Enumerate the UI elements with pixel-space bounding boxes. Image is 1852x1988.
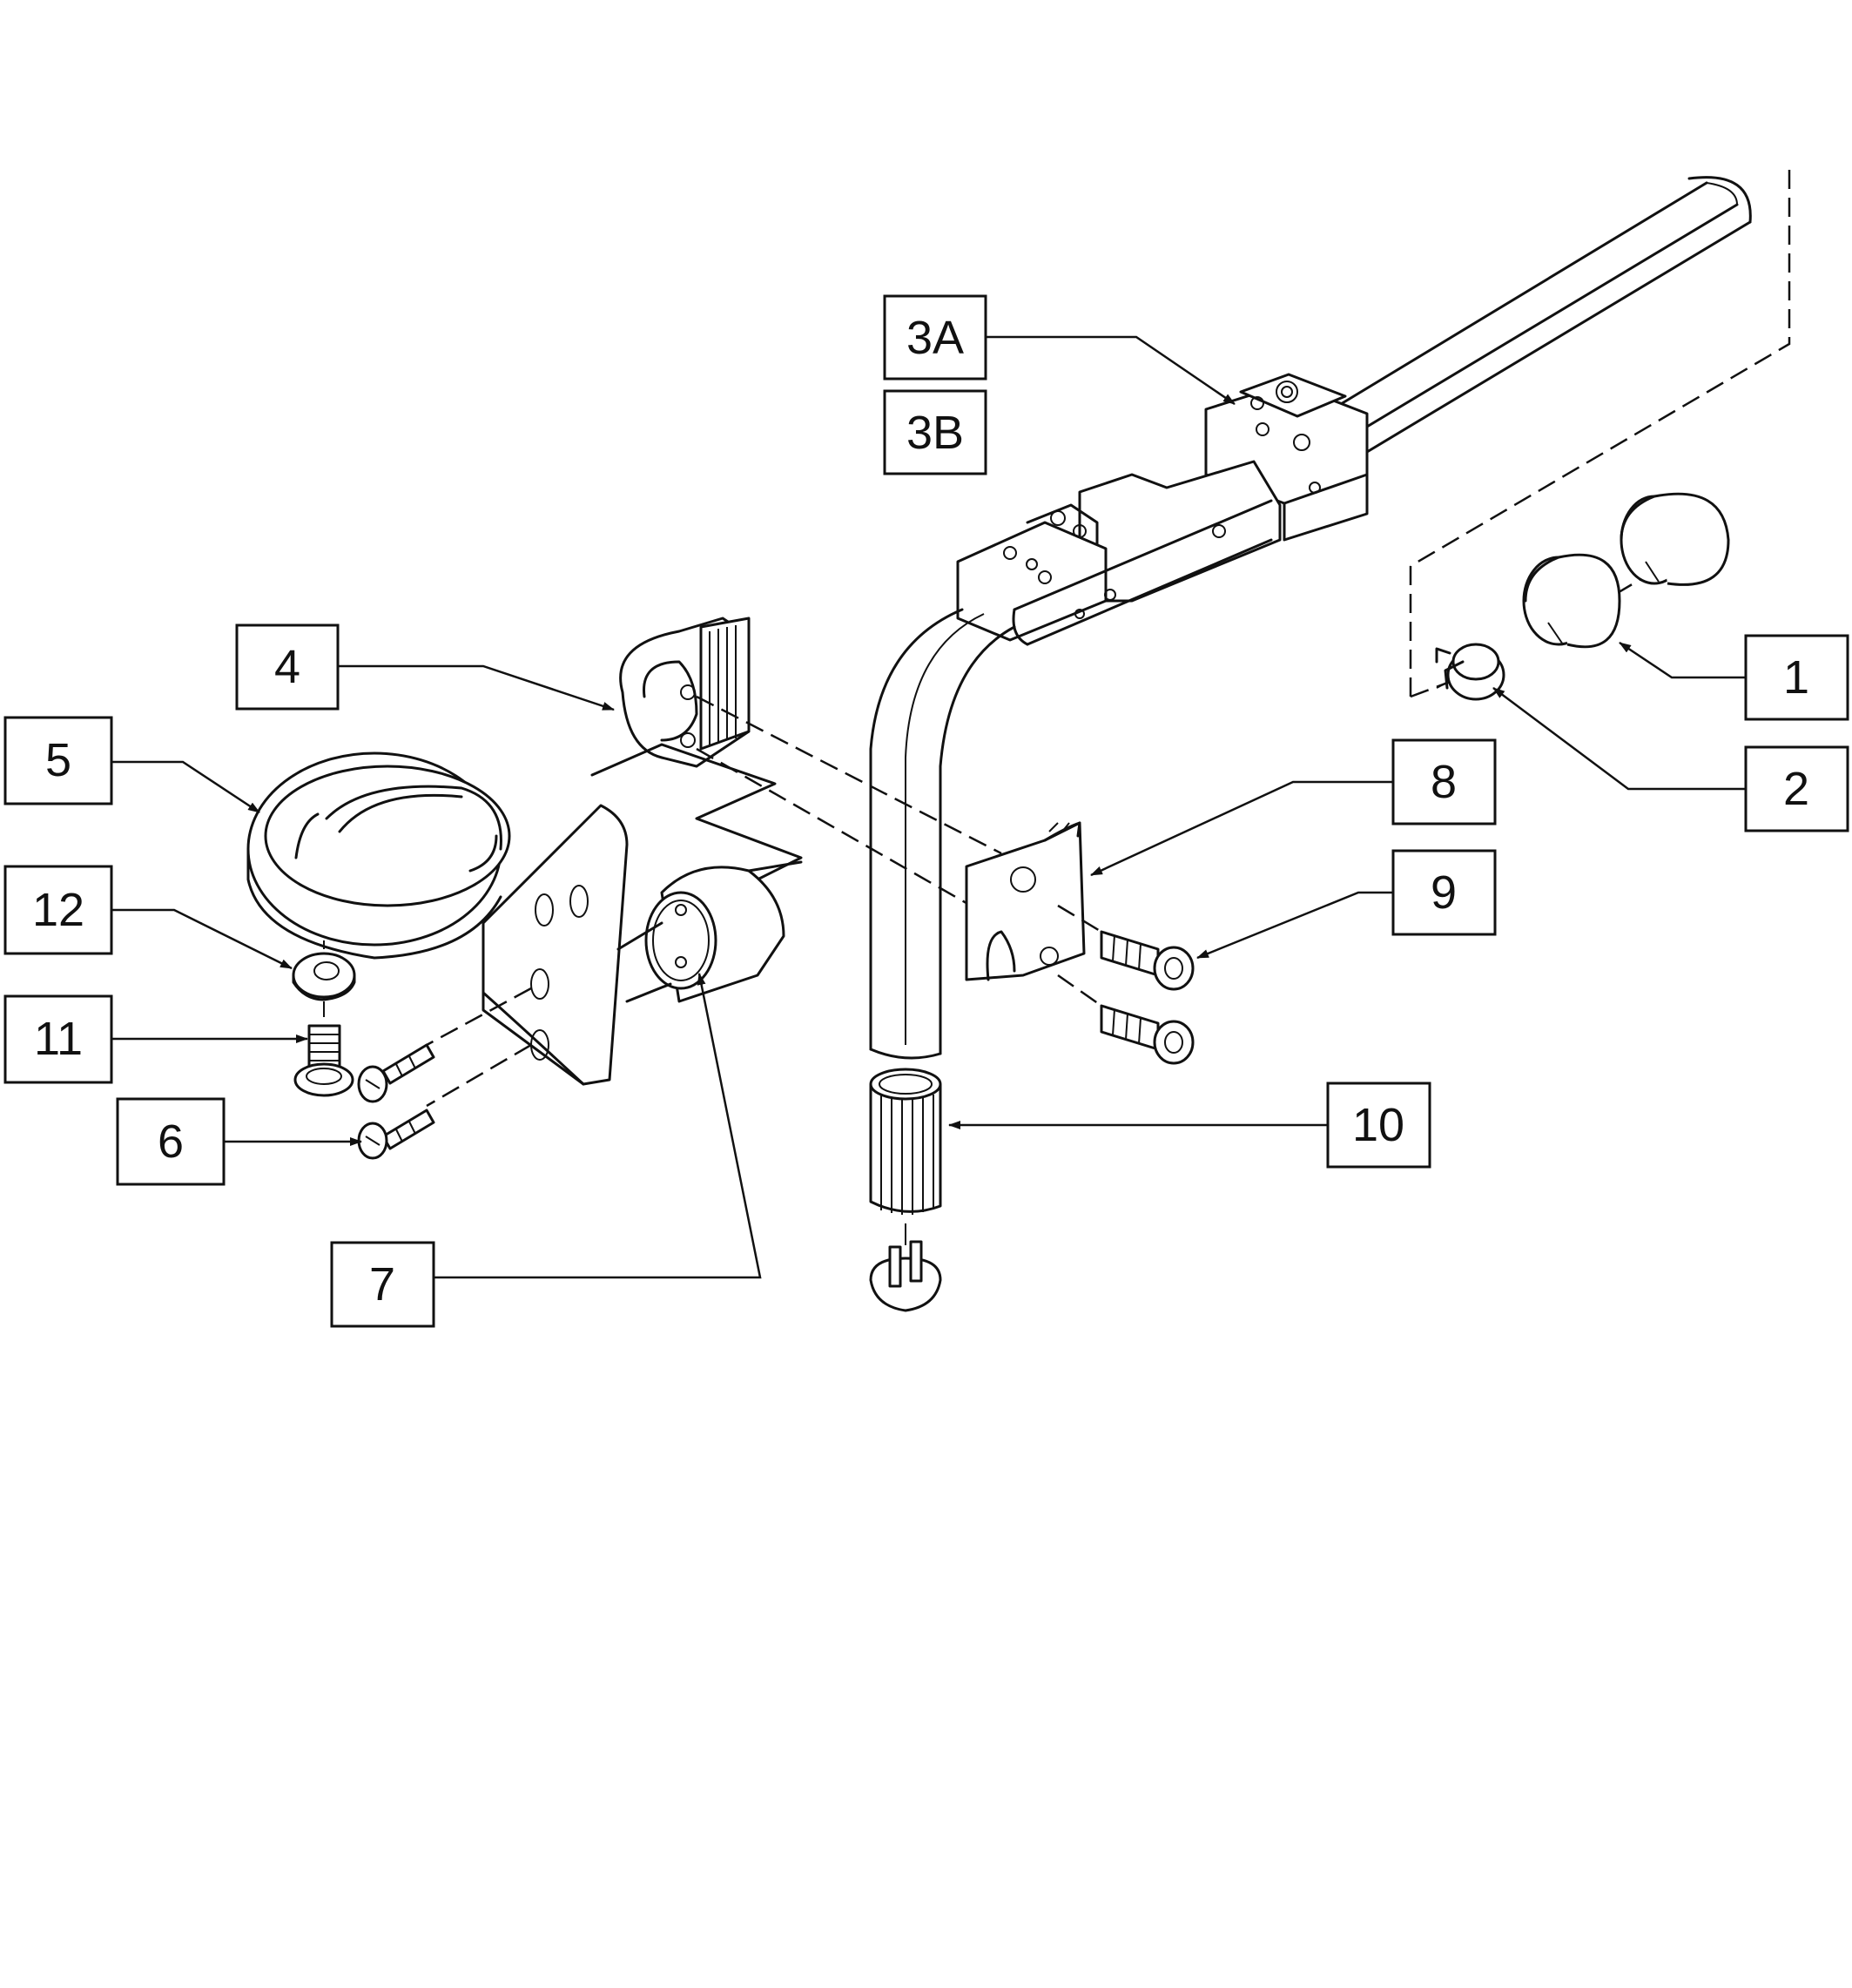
explosion-lines-4-8 xyxy=(696,695,1002,925)
callout-7: 7 xyxy=(330,1241,435,1328)
callout-12: 12 xyxy=(3,865,113,955)
screws-part-9 xyxy=(1057,904,1195,1065)
callout-label-12: 12 xyxy=(32,884,84,936)
mounting-plate-outline xyxy=(590,743,803,881)
clamp-half-part-4 xyxy=(619,617,751,768)
bolt-part-11 xyxy=(293,1001,354,1097)
screws-part-6 xyxy=(357,1043,435,1160)
frame-tube-assembly xyxy=(869,176,1752,1060)
split-bushing-part-1 xyxy=(1522,492,1730,649)
clamp-half-part-8 xyxy=(965,821,1086,981)
callout-11: 11 xyxy=(3,994,113,1084)
callout-1: 1 xyxy=(1744,634,1849,721)
callout-label-2: 2 xyxy=(1783,763,1809,815)
explosion-lines-5-6 xyxy=(426,987,532,1108)
callout-3a: 3A xyxy=(883,294,987,381)
callout-label-5: 5 xyxy=(45,734,71,786)
callout-4: 4 xyxy=(235,623,340,711)
callout-label-3a: 3A xyxy=(906,312,964,364)
callout-label-1: 1 xyxy=(1783,651,1809,704)
callout-label-8: 8 xyxy=(1431,756,1457,808)
callout-label-3b: 3B xyxy=(906,407,964,459)
callout-3b: 3B xyxy=(883,389,987,475)
cup-holder-part-5 xyxy=(246,751,629,1086)
washer-part-12 xyxy=(292,940,356,1001)
callout-label-7: 7 xyxy=(369,1258,395,1311)
bottom-plug xyxy=(869,1240,942,1312)
callout-10: 10 xyxy=(1326,1082,1431,1169)
callout-5: 5 xyxy=(3,716,113,805)
plug-cap-part-2 xyxy=(1435,643,1505,701)
callout-label-9: 9 xyxy=(1431,866,1457,919)
callout-label-4: 4 xyxy=(274,641,300,693)
callout-9: 9 xyxy=(1391,849,1497,936)
callout-label-6: 6 xyxy=(158,1115,184,1168)
knob-part-7 xyxy=(616,860,803,1003)
sleeve-part-10 xyxy=(869,1068,942,1245)
callout-8: 8 xyxy=(1391,738,1497,826)
callout-label-11: 11 xyxy=(34,1013,83,1065)
callout-2: 2 xyxy=(1744,745,1849,832)
callout-6: 6 xyxy=(116,1097,226,1186)
callout-label-10: 10 xyxy=(1352,1099,1404,1151)
leader-lines xyxy=(111,335,1746,1279)
